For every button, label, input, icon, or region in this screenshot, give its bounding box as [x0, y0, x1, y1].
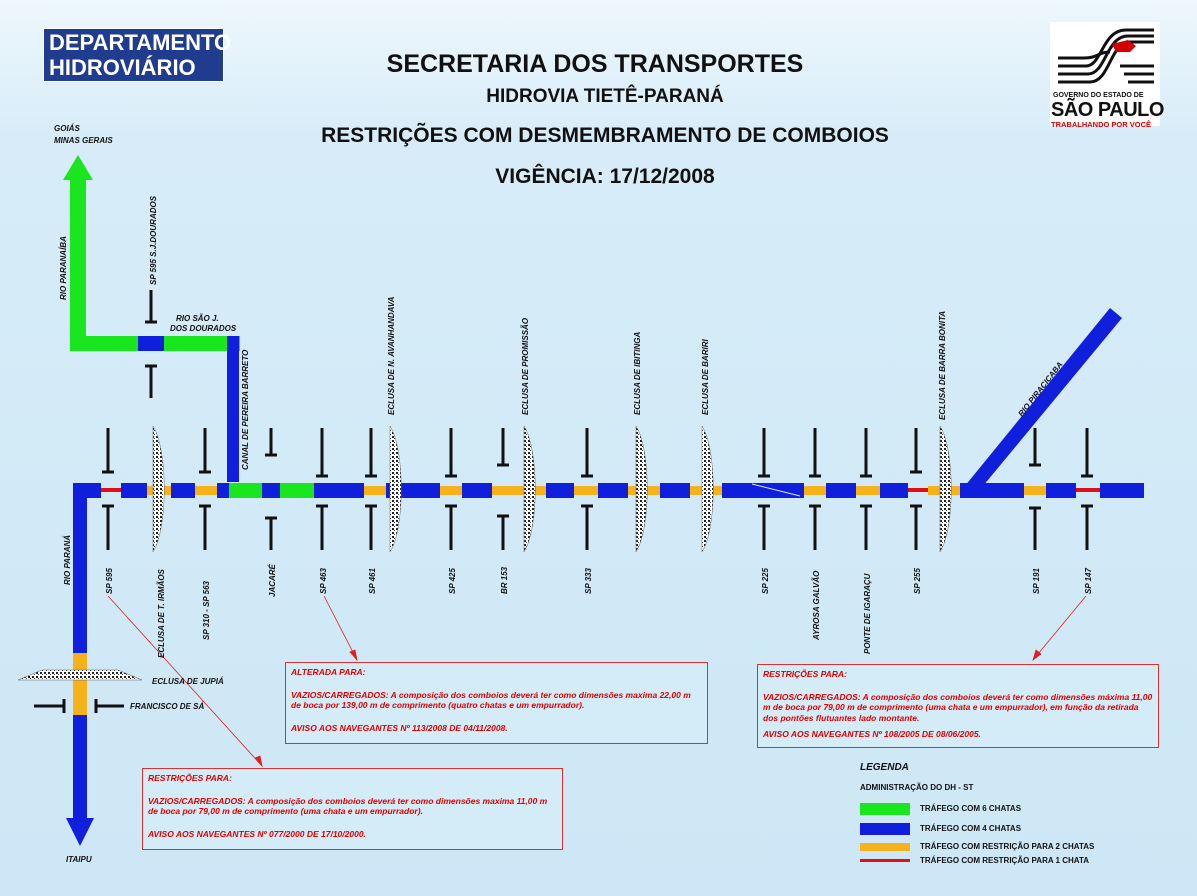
note-left: RESTRIÇÕES PARA: VAZIOS/CARREGADOS: A co… — [142, 768, 563, 850]
callout-pointers — [107, 595, 1087, 768]
label-sp191: SP 191 — [1032, 568, 1041, 594]
page-heading: RESTRIÇÕES COM DESMEMBRAMENTO DE COMBOIO… — [321, 124, 889, 147]
label-sp255: SP 255 — [913, 568, 922, 594]
label-sp595: SP 595 — [105, 568, 114, 594]
note-right-notice: AVISO AOS NAVEGANTES Nº 108/2005 DE 08/0… — [763, 729, 981, 739]
legend-swatch — [860, 803, 910, 815]
bridge-markers-bottom — [102, 504, 1093, 550]
page-title: SECRETARIA DOS TRANSPORTES — [386, 50, 804, 78]
note-altered: ALTERADA PARA: VAZIOS/CARREGADOS: A comp… — [285, 662, 708, 744]
label-sp333: SP 333 — [584, 568, 593, 594]
label-eclusa-promissao: ECLUSA DE PROMISSÃO — [521, 317, 530, 415]
label-rio-sao-j: RIO SÃO J. — [176, 314, 219, 323]
note-left-title: RESTRIÇÕES PARA: — [148, 773, 232, 783]
piracicaba-river-channel — [960, 308, 1122, 492]
label-sp225: SP 225 — [761, 568, 770, 594]
jupia-lock-icon — [17, 669, 143, 681]
label-sp147: SP 147 — [1084, 568, 1093, 594]
francisco-de-sa-bridge — [34, 699, 124, 713]
label-sp310-sp563: SP 310 - SP 563 — [202, 580, 211, 640]
note-right-title: RESTRIÇÕES PARA: — [763, 669, 847, 679]
label-sp463: SP 463 — [319, 568, 328, 594]
legend-label: TRÁFEGO COM RESTRIÇÃO PARA 2 CHATAS — [920, 842, 1095, 851]
legend-subtitle: ADMINISTRAÇÃO DO DH - ST — [860, 783, 974, 792]
label-ayrosa-galvao: AYROSA GALVÃO — [812, 570, 821, 641]
note-right-body: VAZIOS/CARREGADOS: A composição dos comb… — [763, 691, 1153, 723]
legend-swatch — [860, 843, 910, 851]
note-right: RESTRIÇÕES PARA: VAZIOS/CARREGADOS: A co… — [757, 664, 1159, 748]
label-sp461: SP 461 — [368, 568, 377, 594]
label-minas-gerais: MINAS GERAIS — [54, 136, 113, 145]
note-altered-body: VAZIOS/CARREGADOS: A composição dos comb… — [291, 689, 691, 711]
label-rio-paranaiba: RIO PARANAÍBA — [59, 236, 68, 300]
label-eclusa-barra-bonita: ECLUSA DE BARRA BONITA — [938, 311, 947, 420]
legend-label: TRÁFEGO COM 6 CHATAS — [920, 804, 1022, 813]
label-goias: GOIÁS — [54, 124, 80, 133]
sp-logo-line3: TRABALHANDO POR VOCÊ — [1051, 120, 1152, 129]
canal-pereira-barreto-channel — [227, 336, 239, 482]
parana-river-channel — [66, 483, 94, 846]
sao-paulo-emblem-icon — [1058, 28, 1154, 84]
label-eclusa-jupia: ECLUSA DE JUPIÁ — [152, 677, 224, 686]
label-francisco-de-sa: FRANCISCO DE SÁ — [130, 702, 204, 711]
paranaiba-river-channel — [63, 155, 240, 351]
governo-sao-paulo-logo: GOVERNO DO ESTADO DE SÃO PAULO TRABALHAN… — [1050, 22, 1164, 129]
label-itaipu: ITAIPU — [66, 855, 92, 864]
bridge-marker — [145, 290, 157, 398]
label-ponte-igaracu: PONTE DE IGARAÇU — [863, 573, 872, 654]
label-eclusa-avanhandava: ECLUSA DE N. AVANHANDAVA — [387, 296, 396, 415]
sp-logo-line2: SÃO PAULO — [1051, 99, 1164, 121]
legend-swatch — [860, 859, 910, 862]
label-eclusa-tres-irmaos: ECLUSA DE T. IRMÃOS — [157, 568, 166, 658]
label-sp425: SP 425 — [448, 568, 457, 594]
note-left-notice: AVISO AOS NAVEGANTES Nº 077/2000 DE 17/1… — [148, 828, 366, 839]
sp-logo-line1: GOVERNO DO ESTADO DE — [1053, 92, 1144, 99]
bridge-markers-top — [102, 428, 1093, 478]
note-altered-notice: AVISO AOS NAVEGANTES Nº 113/2008 DE 04/1… — [291, 722, 508, 733]
lock-icons — [152, 425, 952, 553]
label-jacare: JACARÉ — [268, 563, 277, 597]
label-canal-pereira-barreto: CANAL DE PEREIRA BARRETO — [241, 349, 250, 470]
label-eclusa-bariri: ECLUSA DE BARIRI — [701, 339, 710, 415]
legend-title: LEGENDA — [860, 762, 909, 773]
label-eclusa-ibitinga: ECLUSA DE IBITINGA — [633, 332, 642, 415]
label-sp595-sjdourados: SP 595 S.J.DOURADOS — [149, 195, 158, 285]
legend-label: TRÁFEGO COM RESTRIÇÃO PARA 1 CHATA — [920, 856, 1090, 865]
note-altered-title: ALTERADA PARA: — [291, 667, 366, 677]
label-dos-dourados: DOS DOURADOS — [170, 324, 237, 333]
legend-label: TRÁFEGO COM 4 CHATAS — [920, 824, 1022, 833]
note-left-body: VAZIOS/CARREGADOS: A composição dos comb… — [148, 795, 548, 817]
label-rio-parana: RIO PARANÁ — [63, 535, 72, 585]
legend-swatch — [860, 823, 910, 835]
departamento-hidroviario-logo: DEPARTAMENTO HIDROVIÁRIO — [43, 28, 231, 82]
page-subtitle: HIDROVIA TIETÊ-PARANÁ — [486, 86, 724, 107]
label-br153: BR 153 — [500, 566, 509, 594]
validity-date: VIGÊNCIA: 17/12/2008 — [495, 165, 715, 188]
